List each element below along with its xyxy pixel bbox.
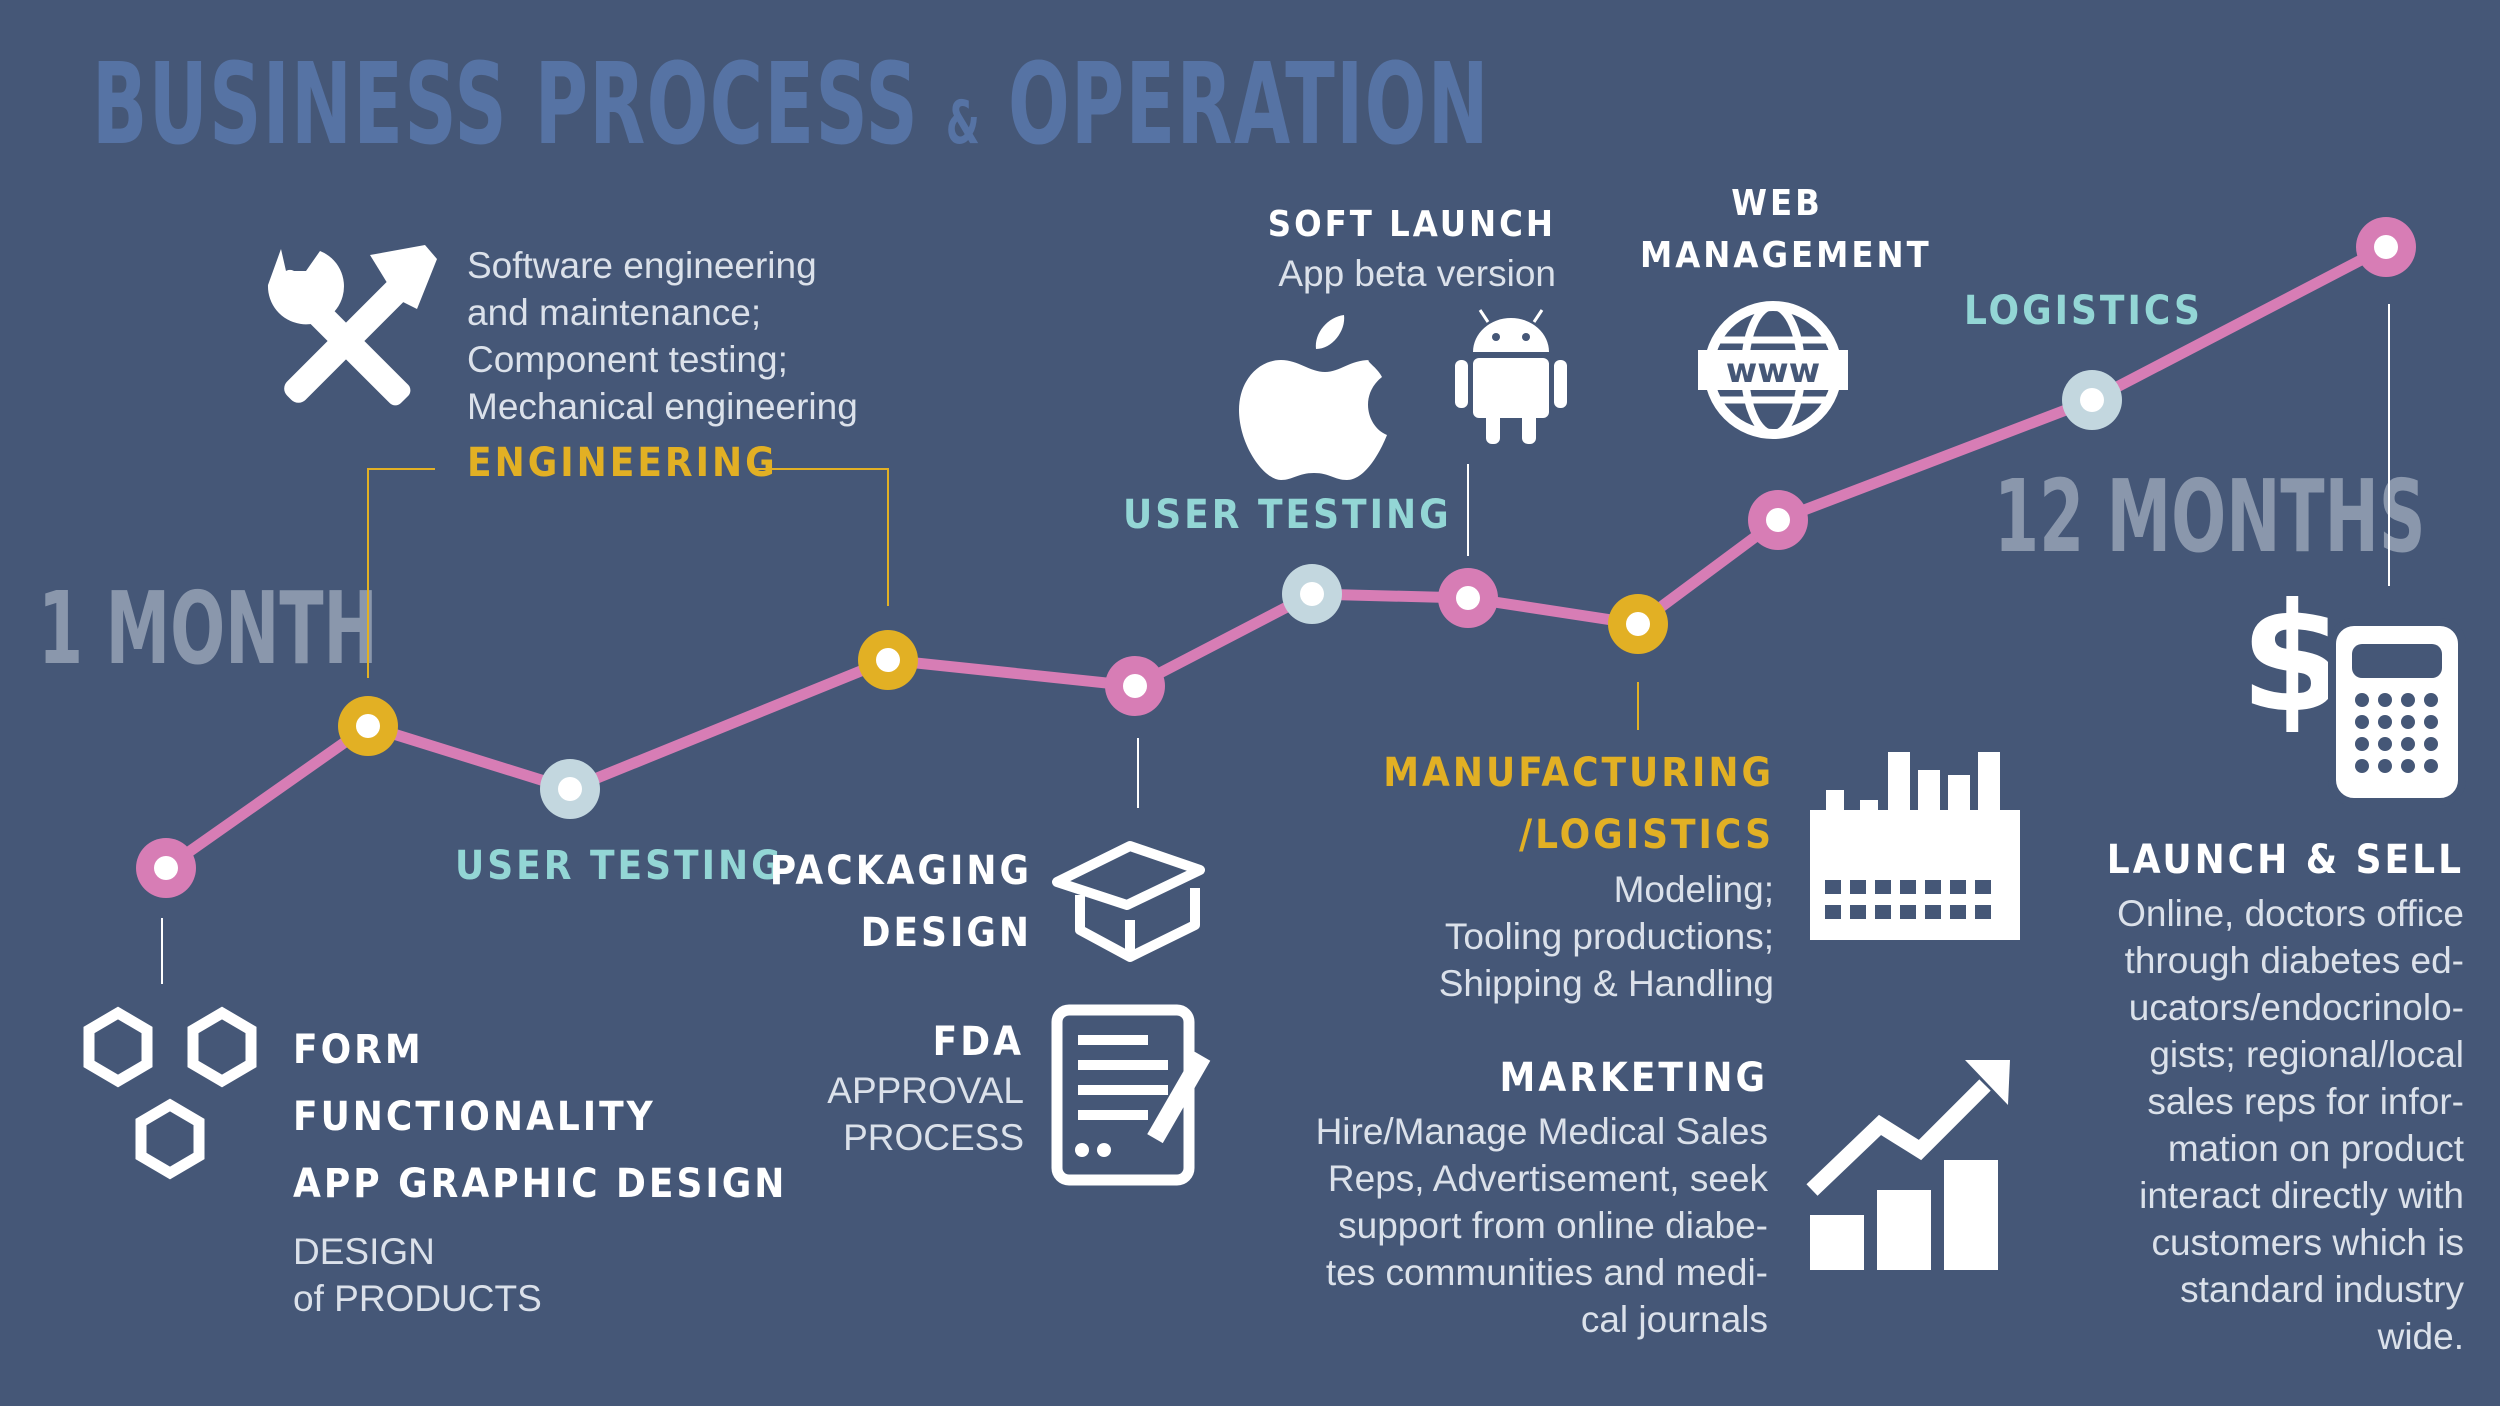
logistics-label: LOGISTICS [1964,288,2203,334]
connectors [367,468,889,678]
growth-chart-icon [1806,1060,2010,1270]
packaging-label: PACKAGING DESIGN [769,848,1032,956]
svg-text:$: $ [2240,572,2344,746]
page-title: BUSINESS PROCESS & OPERATION [92,40,1490,170]
soft-launch-block: SOFT LAUNCH App beta version [1267,204,1556,294]
node-1 [136,838,196,898]
factory-icon [1810,752,2020,940]
node-11 [2356,217,2416,277]
node-6 [1282,564,1342,624]
fda-block: FDA APPROVAL PROCESS [827,1019,1024,1158]
dollar-calculator-icon: $ [2240,572,2466,806]
engineering-bracket [367,468,435,678]
node-2 [338,696,398,756]
node-9 [1748,490,1808,550]
tools-icon [267,245,437,406]
timeline-start-label: 1 MONTH [38,570,378,687]
web-management-label: WEB MANAGEMENT [1640,183,1932,276]
node-10 [2062,370,2122,430]
www-globe-icon: www [1698,301,1848,439]
hexagons-icon [83,1006,257,1180]
engineering-bracket-right [752,468,889,606]
timeline-end-label: 12 MONTHS [1994,458,2426,575]
node-7 [1438,568,1498,628]
engineering-label: ENGINEERING [467,440,778,486]
design-block: FORM FUNCTIONALITY APP GRAPHIC DESIGN DE… [293,1027,788,1319]
engineering-description: Software engineering and maintenance; Co… [467,245,858,427]
svg-text:www: www [1726,351,1820,391]
document-icon [1051,1004,1211,1186]
launch-sell-block: LAUNCH & SELL Online, doctors office thr… [2106,837,2464,1357]
node-8 [1608,594,1668,654]
node-3 [540,759,600,819]
box-icon [1052,841,1205,962]
node-4 [858,630,918,690]
user-testing-label-2: USER TESTING [1123,492,1452,538]
node-5 [1105,656,1165,716]
marketing-block: MARKETING Hire/Manage Medical Sales Reps… [1315,1055,1768,1340]
apple-icon [1239,315,1387,480]
android-icon [1455,309,1567,444]
manufacturing-block: MANUFACTURING /LOGISTICS Modeling; Tooli… [1383,750,1774,1004]
user-testing-label-1: USER TESTING [455,843,784,889]
